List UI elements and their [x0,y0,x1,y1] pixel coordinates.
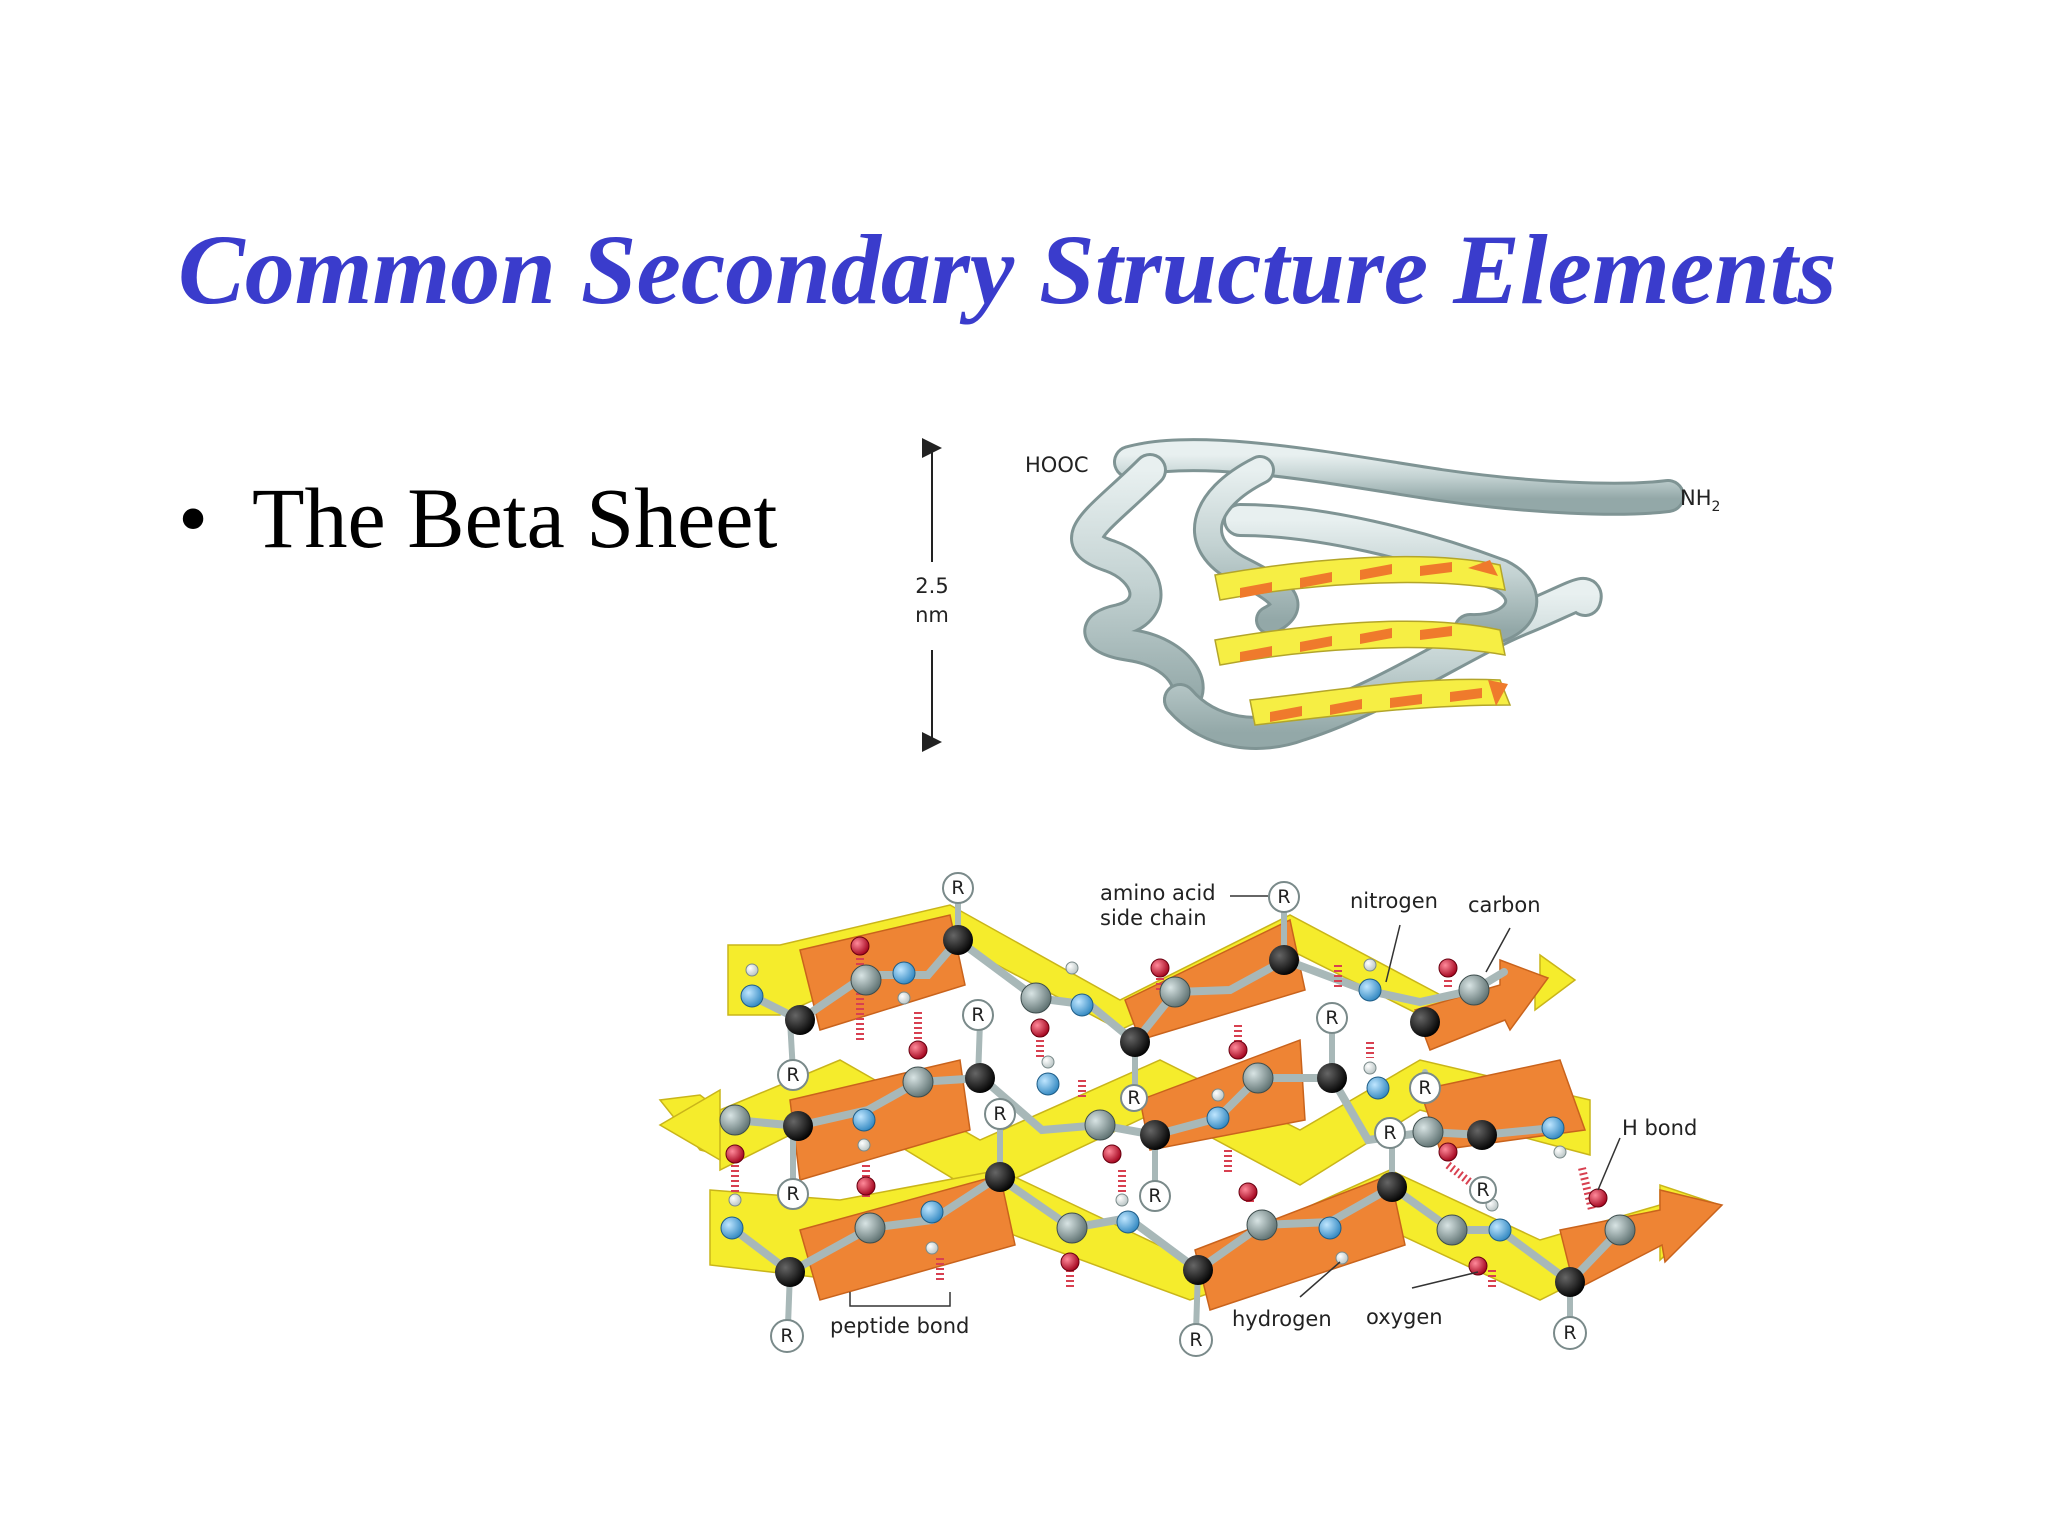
strand-arrowhead-left [658,1088,721,1162]
nitrogen-label: nitrogen [1350,889,1438,913]
svg-text:R: R [1563,1322,1576,1344]
r-group: R [1316,1002,1348,1034]
r-group: R [1553,1316,1587,1350]
svg-text:R: R [1383,1122,1396,1144]
oxygen-atoms [725,936,1608,1276]
svg-text:R: R [786,1064,799,1086]
svg-text:R: R [1277,886,1290,908]
svg-text:R: R [971,1004,984,1026]
r-groups: R R R R R R R R R R R R R R R [770,872,1587,1357]
r-group: R [777,1178,809,1210]
hydrogen-bonds [731,948,1596,1290]
svg-text:R: R [1127,1087,1140,1109]
r-group: R [1374,1117,1406,1149]
r-group: R [1120,1084,1148,1112]
svg-text:R: R [993,1103,1006,1125]
svg-text:R: R [780,1325,793,1347]
scale-unit-label: nm [915,603,949,627]
scale-value-label: 2.5 [915,574,948,598]
atomic-sheet-figure: R R R R R R R R R R R R R R R [658,872,1724,1357]
oxygen-label: oxygen [1366,1305,1443,1329]
r-group: R [770,1319,804,1353]
svg-text:R: R [1325,1007,1338,1029]
r-group: R [1179,1323,1213,1357]
svg-text:R: R [1418,1077,1431,1099]
beta-strands-ribbon [1214,555,1512,726]
alpha-carbon-atoms [775,925,1585,1297]
svg-text:R: R [1476,1179,1489,1201]
r-group: R [777,1059,809,1091]
nh2-label: NH2 [1680,486,1720,515]
carbon-label: carbon [1468,893,1541,917]
svg-text:R: R [1189,1329,1202,1351]
hooc-label: HOOC [1025,453,1089,477]
r-group: R [1469,1176,1497,1204]
svg-text:R: R [786,1183,799,1205]
r-group: R [962,999,994,1031]
bullet-symbol: • [178,470,209,566]
r-group: R [942,872,974,904]
scale-bar: 2.5 nm [915,438,949,752]
r-group: R [984,1098,1016,1130]
annotation-lines [849,895,1621,1307]
svg-text:R: R [951,877,964,899]
amino-acid-side-chain-label-line2: side chain [1100,906,1207,930]
hydrogen-label: hydrogen [1232,1307,1332,1331]
r-group: R [1409,1072,1441,1104]
ribbon-figure: 2.5 nm [915,438,1720,752]
amino-acid-side-chain-label-line1: amino acid [1100,881,1216,905]
h-bond-label: H bond [1622,1116,1697,1140]
svg-text:R: R [1148,1185,1161,1207]
nitrogen-atoms [720,961,1565,1242]
peptide-bond-label: peptide bond [830,1314,969,1338]
carbon-atoms [719,964,1636,1246]
bullet-item: • The Beta Sheet [178,468,777,568]
r-group: R [1268,881,1300,913]
slide-title: Common Secondary Structure Elements [178,214,1837,325]
r-group: R [1139,1180,1171,1212]
bullet-text: The Beta Sheet [252,470,778,566]
hydrogen-atoms [728,958,1567,1265]
